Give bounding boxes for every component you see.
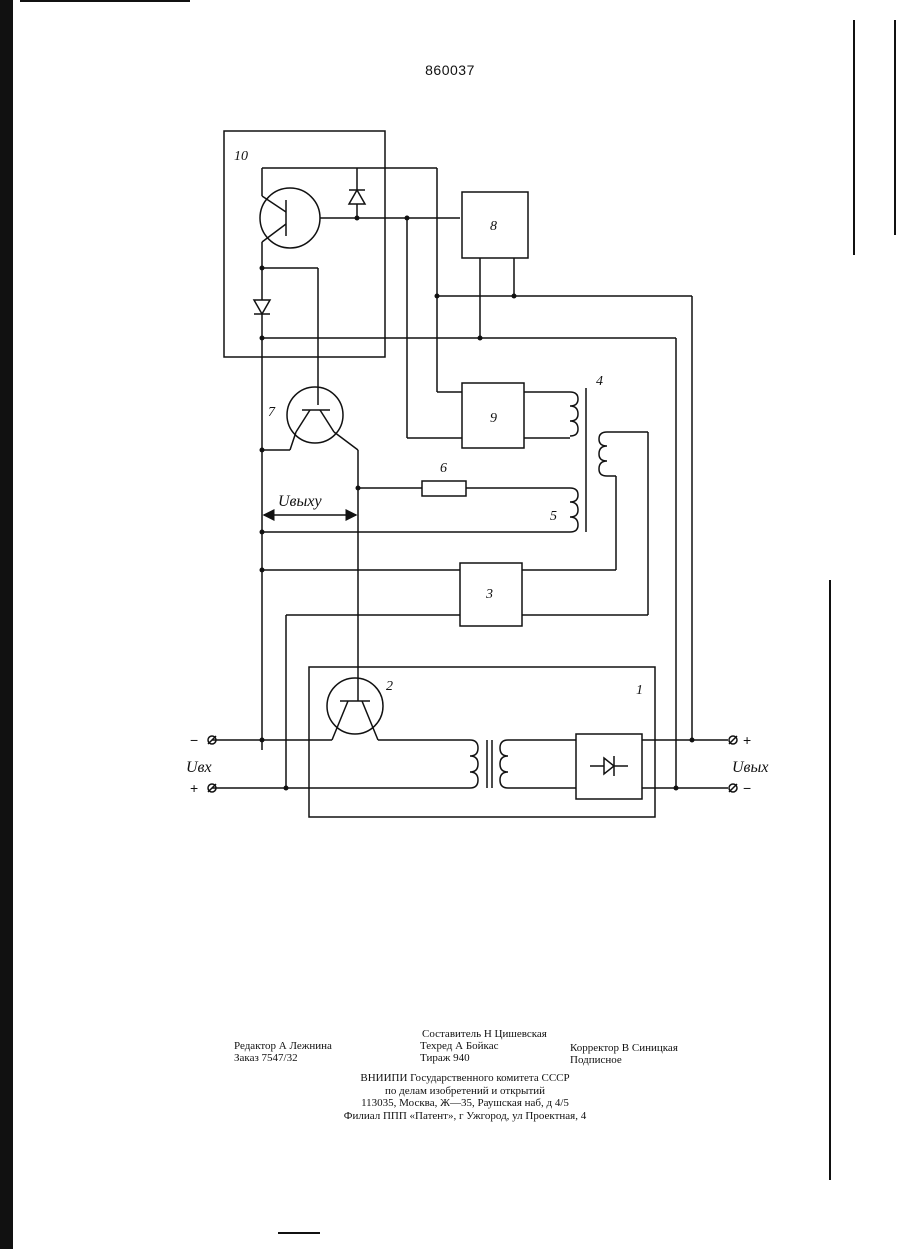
block-1-enclosure: [309, 667, 655, 817]
label-7: 7: [268, 405, 276, 420]
terminal-sign-in-bottom: +: [190, 780, 198, 796]
label-2: 2: [386, 679, 393, 694]
label-control-voltage: Uвыху: [278, 493, 322, 510]
transistor-2: [327, 678, 383, 734]
label-input-voltage: Uвх: [186, 759, 212, 776]
rectifier: [576, 734, 642, 799]
label-6: 6: [440, 461, 447, 476]
credit-subscription: Подписное: [570, 1054, 622, 1067]
imprint-line-2: по делам изобретений и открытий: [200, 1085, 730, 1098]
terminal-sign-out-bottom: −: [743, 780, 751, 796]
label-5: 5: [550, 509, 557, 524]
junction-dots: [260, 216, 695, 791]
label-1: 1: [636, 683, 643, 698]
label-output-voltage: Uвых: [732, 759, 768, 776]
credit-circulation: Тираж 940: [420, 1052, 470, 1065]
imprint-line-1: ВНИИПИ Государственного комитета СССР: [200, 1072, 730, 1085]
imprint-line-4: Филиал ППП «Патент», г Ужгород, ул Проек…: [200, 1110, 730, 1123]
resistor-6: [422, 481, 466, 496]
block-10-transistor: [260, 188, 320, 248]
label-8: 8: [490, 219, 497, 234]
terminal-sign-in-top: −: [190, 732, 198, 748]
label-3: 3: [485, 587, 493, 602]
label-4: 4: [596, 374, 603, 389]
imprint-block: ВНИИПИ Государственного комитета СССР по…: [200, 1072, 730, 1122]
credit-order: Заказ 7547/32: [234, 1052, 298, 1065]
label-9: 9: [490, 411, 497, 426]
label-10: 10: [234, 149, 248, 164]
imprint-line-3: 113035, Москва, Ж—35, Раушская наб, д 4/…: [200, 1097, 730, 1110]
terminal-sign-out-top: +: [743, 732, 751, 748]
